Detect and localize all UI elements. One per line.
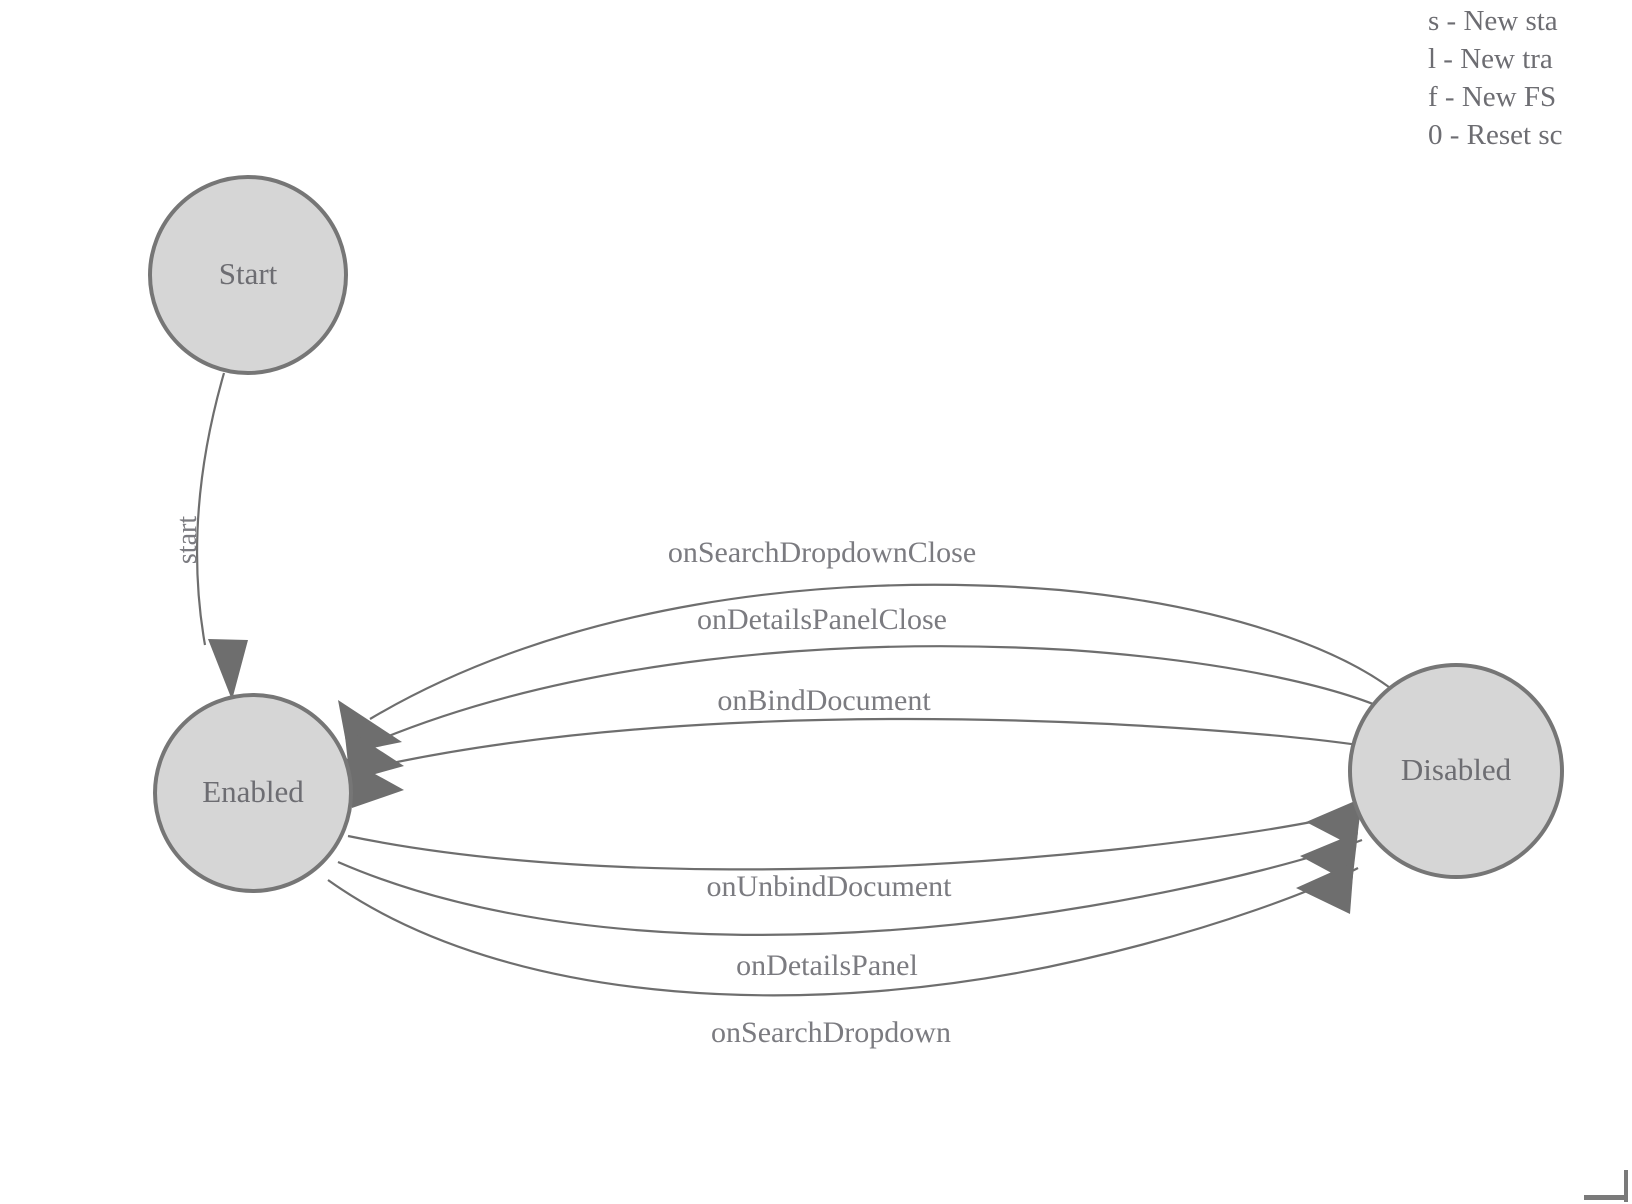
node-start-circle[interactable] [148,175,348,375]
help-panel: s - New sta l - New tra f - New FS 0 - R… [1428,0,1632,154]
arrowhead-onunbinddocument [1306,798,1362,848]
edge-label-ondetailspanelclose: onDetailsPanelClose [697,603,947,636]
node-enabled[interactable]: Enabled [153,693,353,893]
edge-enabled-to-disabled-search[interactable] [327,862,1359,997]
edge-label-onunbinddocument: onUnbindDocument [707,870,953,903]
node-start-label: Start [219,256,278,291]
edge-enabled-to-disabled-unbind[interactable] [347,798,1367,871]
resize-corner-vertical-bar [1624,1170,1628,1202]
edge-disabled-to-enabled-bind[interactable] [346,717,1401,808]
edge-label-onsearchdropdownclose: onSearchDropdownClose [668,536,976,569]
node-start[interactable]: Start [148,175,348,375]
edge-path-start[interactable] [195,372,226,646]
help-line-new-state: s - New sta [1428,5,1558,37]
edge-label-onbinddocument: onBindDocument [717,684,931,717]
node-disabled-circle[interactable] [1348,663,1564,879]
node-disabled-label: Disabled [1401,752,1512,787]
edge-path-onsearchdropdown[interactable] [327,867,1359,997]
node-disabled[interactable]: Disabled [1348,663,1564,879]
edge-label-start: start [172,516,203,564]
arrowhead-onsearchdropdown [1296,862,1354,914]
help-line-reset-scene: 0 - Reset sc [1428,119,1563,151]
node-enabled-circle[interactable] [153,693,353,893]
edge-path-onunbinddocument[interactable] [347,808,1367,871]
resize-corner-horizontal-bar [1584,1195,1628,1200]
edge-path-ondetailspanelclose[interactable] [373,645,1401,744]
edge-label-ondetailspanel: onDetailsPanel [736,949,918,982]
edge-path-ondetailspanel[interactable] [337,838,1363,936]
edge-path-onsearchdropdownclose[interactable] [369,583,1394,720]
arrowhead-onbinddocument [346,758,404,808]
resize-corner-icon[interactable] [1584,1170,1632,1204]
node-enabled-label: Enabled [202,774,304,809]
edge-label-onsearchdropdown: onSearchDropdown [711,1016,951,1049]
arrowhead-start-to-enabled [208,639,248,700]
help-line-new-fsm: f - New FS [1428,81,1557,113]
help-line-new-transition: l - New tra [1428,43,1553,75]
edge-start-to-enabled[interactable] [195,372,248,700]
edge-path-onbinddocument[interactable] [377,717,1401,768]
